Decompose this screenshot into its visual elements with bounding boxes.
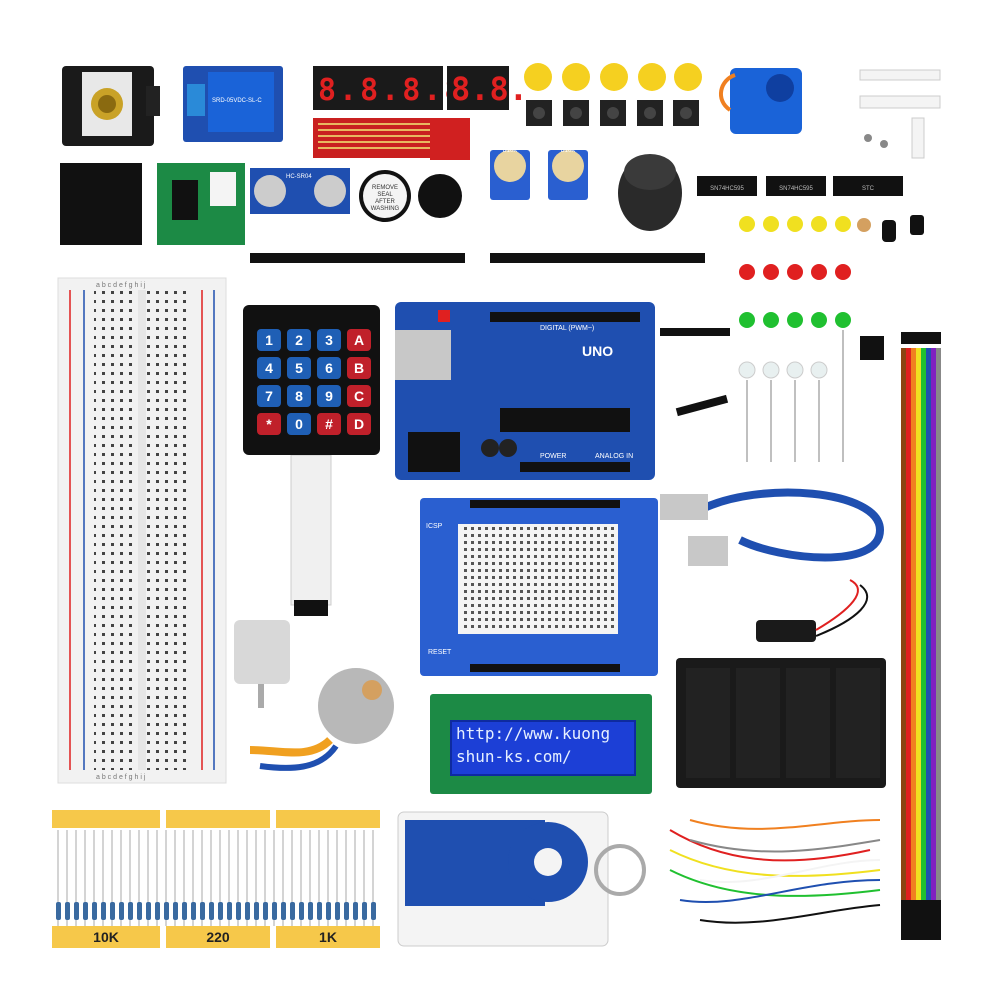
buzzer: REMOVE SEAL AFTER WASHING [359, 170, 462, 222]
buzzer-sticker-line4: WASHING [371, 206, 400, 212]
lcd-1602-module: http://www.kuong shun-ks.com/ [430, 694, 652, 794]
relay-label: SRD-05VDC-SL-C [212, 98, 262, 104]
keypad-key-a: A [347, 329, 371, 351]
keypad-key-5: 5 [287, 357, 311, 379]
potentiometer-label-2: B10K [561, 148, 576, 154]
arduino-header-label: DIGITAL (PWM~) [540, 325, 594, 332]
rainbow-ribbon-cable [901, 332, 941, 940]
lcd-screen: http://www.kuong shun-ks.com/ [450, 720, 636, 776]
resistor-pack-10k: 10K [93, 929, 119, 945]
arduino-uno: UNO DIGITAL (PWM~) POWER ANALOG IN [395, 302, 655, 480]
breadboard-column-letters-bottom: a b c d e f g h i j [96, 774, 146, 781]
shield-reset-label: RESET [428, 649, 452, 656]
servo-motor [719, 68, 802, 134]
ultrasonic-sensor: HC-SR04 [250, 168, 350, 214]
servo-horns [859, 69, 941, 159]
battery-holder [676, 579, 886, 788]
breadboard-column-letters-top: a b c d e f g h i j [96, 282, 146, 289]
keypad-4x4: 1 2 3 A 4 5 6 B 7 8 9 C * 0 # D [243, 305, 380, 455]
keypad-key-7: 7 [257, 385, 281, 407]
keypad-ribbon [290, 454, 332, 616]
arduino-board-label: UNO [582, 343, 613, 359]
usb-cable [660, 488, 885, 566]
led-matrix [60, 163, 142, 245]
arduino-power-label: POWER [540, 453, 566, 460]
resistor-pack-220: 220 [206, 929, 230, 945]
lcd-line-2: shun-ks.com/ [456, 747, 572, 766]
buzzer-sticker-line2: SEAL [377, 192, 393, 198]
chip2-label: SN74HC595 [779, 186, 813, 192]
keypad-key-4: 4 [257, 357, 281, 379]
potentiometer-label-1: B10K [503, 148, 518, 154]
keypad-key-d: D [347, 413, 371, 435]
buzzer-sticker-line3: AFTER [375, 199, 395, 205]
joystick-module [62, 66, 160, 146]
keypad-key-1: 1 [257, 329, 281, 351]
keypad-key-8: 8 [287, 385, 311, 407]
shift-registers: SN74HC595 SN74HC595 STC [697, 176, 903, 196]
keypad-key-6: 6 [317, 357, 341, 379]
ultrasonic-label: HC-SR04 [286, 174, 312, 180]
relay-module: SRD-05VDC-SL-C [183, 66, 283, 142]
keypad-key-3: 3 [317, 329, 341, 351]
keypad-key-c: C [347, 385, 371, 407]
keypad-key-9: 9 [317, 385, 341, 407]
chip3-label: STC [862, 186, 875, 192]
lcd-line-1: http://www.kuong [456, 724, 611, 743]
rfid-module [397, 811, 646, 947]
keypad-key-2: 2 [287, 329, 311, 351]
tactile-buttons [524, 63, 702, 126]
stepper-motor [249, 668, 394, 771]
prototype-shield: ICSP RESET [420, 498, 658, 676]
buzzer-sticker-line1: REMOVE [372, 185, 398, 191]
keypad-key-star: * [257, 413, 281, 435]
svg-text:8.8.: 8.8. [451, 70, 528, 108]
pin-headers [250, 253, 730, 417]
jumper-wire-bundle [669, 819, 881, 924]
seven-segment-displays: 8.8.8.8. 8.8. [313, 66, 528, 110]
resistor-packs: 10K 220 1K [52, 810, 380, 948]
keypad-key-hash: # [317, 413, 341, 435]
stepper-driver-board [157, 163, 245, 245]
joystick-cap [618, 154, 682, 231]
chip1-label: SN74HC595 [710, 186, 744, 192]
keypad-key-0: 0 [287, 413, 311, 435]
potentiometers: B10K B10K [490, 148, 588, 200]
arduino-analog-label: ANALOG IN [595, 453, 633, 460]
breadboard: a b c d e f g h i j a b c d e f g h i j [57, 277, 227, 784]
resistor-pack-1k: 1K [319, 929, 337, 945]
keypad-key-b: B [347, 357, 371, 379]
dc-motor [234, 620, 290, 708]
water-sensor [313, 118, 470, 160]
led-array [738, 215, 924, 462]
shield-icsp-label: ICSP [426, 523, 443, 530]
